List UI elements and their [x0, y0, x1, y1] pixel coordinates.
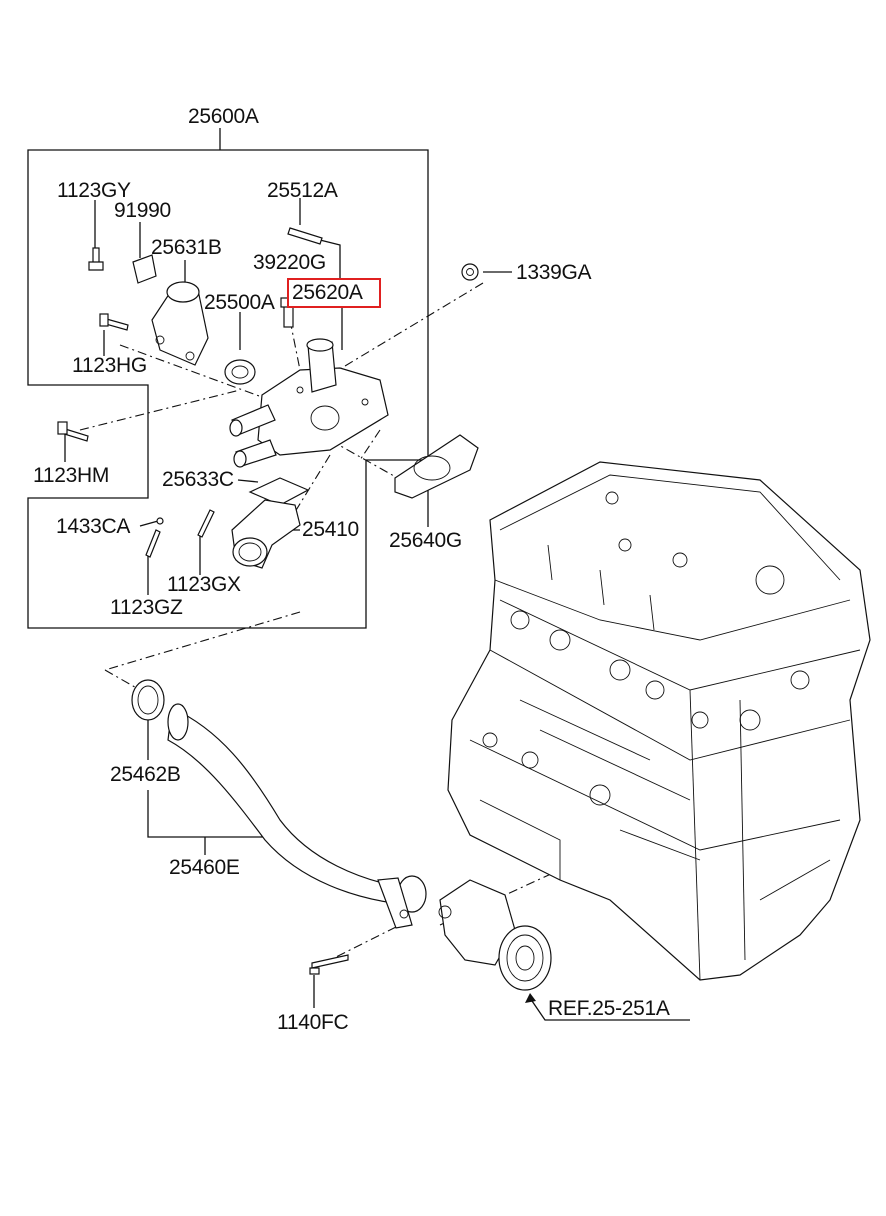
label-25500A[interactable]: 25500A [204, 291, 275, 314]
gasket-25633C [248, 477, 310, 506]
bracket-91990 [132, 254, 157, 284]
label-1140FC[interactable]: 1140FC [277, 1011, 349, 1034]
highlight-box-25620A [287, 278, 381, 308]
label-1123GZ[interactable]: 1123GZ [110, 596, 183, 619]
water-pipe-25460E [167, 703, 427, 929]
label-ref-25-251A[interactable]: REF.25-251A [548, 997, 670, 1020]
pipe-25410 [231, 499, 301, 569]
label-25460E[interactable]: 25460E [169, 856, 240, 879]
label-39220G[interactable]: 39220G [253, 251, 326, 274]
label-25410[interactable]: 25410 [302, 518, 359, 541]
label-1123HM[interactable]: 1123HM [33, 464, 110, 487]
label-1123GX[interactable]: 1123GX [167, 573, 241, 596]
gasket-25640G [394, 434, 479, 499]
pin-1433CA [156, 517, 164, 525]
bolt-1123HM [57, 421, 89, 442]
label-1123HG[interactable]: 1123HG [72, 354, 147, 377]
bolt-1123HG [99, 313, 129, 331]
label-91990[interactable]: 91990 [114, 199, 171, 222]
water-outlet-fitting-25620A [229, 338, 389, 468]
bolt-1123GZ [145, 529, 161, 558]
housing-cover-25631B [151, 281, 209, 366]
label-25640G[interactable]: 25640G [389, 529, 462, 552]
stud-25512A [287, 227, 323, 245]
assembly-outline [27, 149, 429, 629]
water-pump [438, 879, 552, 991]
label-1433CA[interactable]: 1433CA [56, 515, 131, 538]
engine-block [447, 461, 871, 981]
bolt-1123GX [197, 509, 215, 538]
bolt-1123GY [88, 247, 104, 271]
label-25600A[interactable]: 25600A [188, 105, 259, 128]
bolt-1140FC [309, 954, 349, 975]
nut-1339GA [461, 263, 479, 281]
label-1123GY[interactable]: 1123GY [57, 179, 131, 202]
label-25620A[interactable]: 25620A [292, 281, 363, 304]
label-25633C[interactable]: 25633C [162, 468, 234, 491]
o-ring-25462B [131, 679, 165, 721]
label-25631B[interactable]: 25631B [151, 236, 222, 259]
label-1339GA[interactable]: 1339GA [516, 261, 592, 284]
label-25512A[interactable]: 25512A [267, 179, 338, 202]
label-25462B[interactable]: 25462B [110, 763, 181, 786]
thermostat-25500A [224, 359, 256, 385]
